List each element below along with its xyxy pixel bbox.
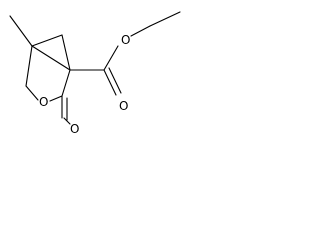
bond-cyclopropane-a: [31, 34, 63, 47]
bond-ch2-oxygen: [25, 85, 39, 101]
ring-oxygen-label: O: [39, 95, 48, 109]
bond-carbonyl-bridgehead: [61, 69, 71, 97]
bond-cyclopropane-b: [61, 34, 71, 71]
ring-carbonyl-oxygen-label: O: [70, 122, 79, 136]
bond-ester-c-o-double-a: [103, 69, 117, 96]
bond-oxygen-carbonyl: [49, 95, 63, 102]
bond-ester-c-o-single: [103, 45, 119, 71]
ester-carbonyl-oxygen-label: O: [119, 99, 128, 113]
bond-methyl: [9, 15, 33, 47]
bond-ring-carbonyl-to-o: [63, 117, 71, 125]
ester-oxygen-label: O: [121, 33, 130, 47]
bond-bridgehead-ch2: [25, 45, 33, 87]
molecule-diagram: O O O O: [9, 11, 181, 136]
bond-o-ch2: [130, 25, 151, 37]
bond-cyclopropane-c: [31, 45, 71, 71]
bond-ch2-ch3: [149, 11, 181, 27]
bond-ester-c-o-double-b: [108, 67, 122, 94]
